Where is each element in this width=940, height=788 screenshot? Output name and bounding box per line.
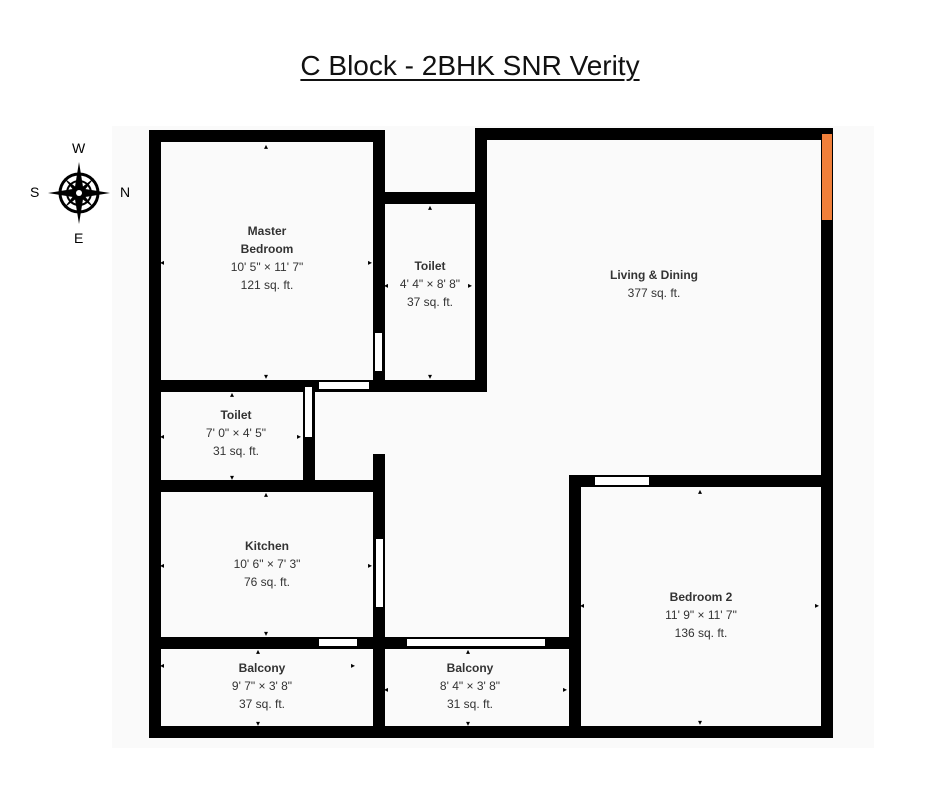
room-toilet-1: Toilet 4' 4" × 8' 8" 37 sq. ft. [385, 257, 475, 311]
room-dimensions: 11' 9" × 11' 7" [665, 608, 737, 622]
compass-rose: W S N E [28, 138, 132, 248]
room-name: Toilet [414, 259, 446, 273]
compass-south-label: S [30, 184, 40, 200]
room-area: 31 sq. ft. [212, 444, 260, 458]
room-master-bedroom: Master Bedroom 10' 5" × 11' 7" 121 sq. f… [161, 222, 373, 294]
room-area: 37 sq. ft. [238, 697, 286, 711]
compass-icon [48, 162, 110, 224]
room-name: Master [247, 224, 287, 238]
accent-wall [822, 134, 832, 220]
room-dimensions: 10' 5" × 11' 7" [230, 260, 304, 274]
plan-title: C Block - 2BHK SNR Verity [300, 50, 640, 81]
room-name: Balcony [238, 661, 286, 675]
compass-north-label: N [120, 184, 131, 200]
room-area: 377 sq. ft. [627, 286, 681, 300]
room-area: 136 sq. ft. [674, 626, 728, 640]
compass-east-label: E [74, 230, 84, 246]
room-bedroom-2: Bedroom 2 11' 9" × 11' 7" 136 sq. ft. [581, 588, 821, 642]
room-area: 31 sq. ft. [446, 697, 494, 711]
room-name: Balcony [446, 661, 494, 675]
room-dimensions: 8' 4" × 3' 8" [439, 679, 501, 693]
room-dimensions: 10' 6" × 7' 3" [233, 557, 301, 571]
room-balcony-1: Balcony 9' 7" × 3' 8" 37 sq. ft. [161, 659, 363, 713]
room-area: 76 sq. ft. [243, 575, 291, 589]
room-living-dining: Living & Dining 377 sq. ft. [487, 266, 821, 302]
room-kitchen: Kitchen 10' 6" × 7' 3" 76 sq. ft. [161, 537, 373, 591]
room-toilet-2: Toilet 7' 0" × 4' 5" 31 sq. ft. [161, 406, 311, 460]
room-name: Kitchen [244, 539, 289, 553]
room-name: Living & Dining [610, 268, 698, 282]
room-dimensions: 7' 0" × 4' 5" [205, 426, 267, 440]
room-dimensions: 9' 7" × 3' 8" [231, 679, 293, 693]
room-balcony-2: Balcony 8' 4" × 3' 8" 31 sq. ft. [385, 659, 555, 713]
room-area: 37 sq. ft. [406, 295, 454, 309]
compass-west-label: W [72, 140, 86, 156]
room-name-line2: Bedroom [240, 242, 294, 256]
room-area: 121 sq. ft. [240, 278, 294, 292]
room-name: Toilet [220, 408, 252, 422]
room-dimensions: 4' 4" × 8' 8" [399, 277, 461, 291]
room-name: Bedroom 2 [669, 590, 733, 604]
